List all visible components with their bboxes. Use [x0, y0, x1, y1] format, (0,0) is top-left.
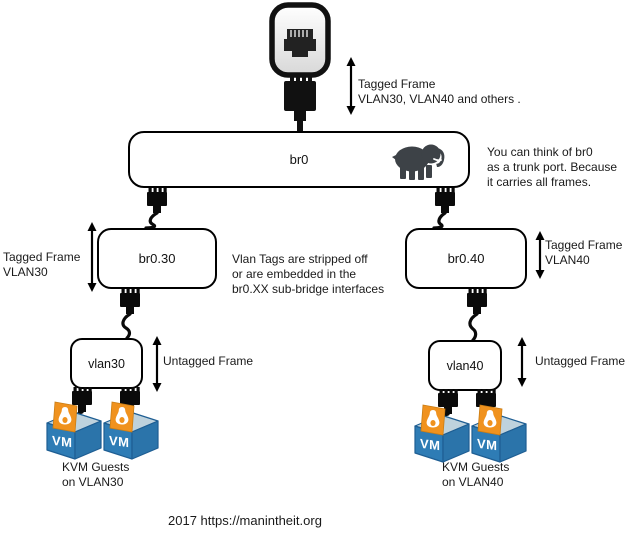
- rj45-plug-icon: [120, 289, 140, 340]
- vm-label: VM: [52, 432, 73, 451]
- tux-penguin-icon: [414, 404, 470, 463]
- tux-penguin-icon: [46, 401, 102, 460]
- ethernet-jack-icon: [269, 2, 331, 133]
- vlan40-label: vlan40: [446, 358, 484, 373]
- vlan30-label: vlan30: [88, 356, 125, 371]
- double-arrow-icon: [535, 231, 545, 279]
- br0-label: br0: [289, 152, 309, 167]
- vm-cube-icon: VM: [412, 401, 472, 463]
- untagged-frame-right-label: Untagged Frame: [535, 354, 626, 368]
- tux-penguin-icon: [103, 401, 159, 460]
- double-arrow-icon: [346, 57, 356, 115]
- tagged-frame-top-label: Tagged Frame VLAN30, VLAN40 and others .: [358, 77, 521, 106]
- kvm-guests-vlan30-label: KVM Guests on VLAN30: [62, 460, 130, 489]
- double-arrow-icon: [152, 336, 162, 392]
- vm-label: VM: [420, 435, 441, 454]
- vm-label: VM: [477, 435, 498, 454]
- source-caption: 2017 https://manintheit.org: [168, 513, 322, 528]
- br0-40-subbridge-node: br0.40: [405, 228, 527, 289]
- rj45-plug-icon: [144, 188, 167, 230]
- vlan40-interface-node: vlan40: [428, 340, 502, 391]
- untagged-frame-left-label: Untagged Frame: [163, 354, 254, 368]
- rj45-plug-icon: [467, 289, 487, 342]
- vm-label: VM: [109, 432, 130, 451]
- tux-penguin-icon: [471, 404, 527, 463]
- kvm-guests-vlan40-label: KVM Guests on VLAN40: [442, 460, 510, 489]
- br0-30-subbridge-node: br0.30: [97, 228, 217, 289]
- vm-cube-icon: VM: [101, 398, 161, 460]
- vlan30-interface-node: vlan30: [70, 338, 143, 389]
- rj45-plug-icon: [432, 188, 455, 230]
- trunk-port-note: You can think of br0 as a trunk port. Be…: [487, 145, 618, 189]
- vm-cube-icon: VM: [44, 398, 104, 460]
- elephant-icon: [392, 144, 445, 180]
- br0-30-label: br0.30: [138, 251, 176, 266]
- double-arrow-icon: [87, 222, 97, 292]
- vlan-tag-note: Vlan Tags are stripped off or are embedd…: [232, 252, 385, 296]
- tagged-frame-right-label: Tagged Frame VLAN40: [545, 238, 623, 267]
- double-arrow-icon: [517, 337, 527, 387]
- vm-cube-icon: VM: [469, 401, 529, 463]
- br0-40-label: br0.40: [447, 251, 485, 266]
- tagged-frame-left-label: Tagged Frame VLAN30: [3, 250, 81, 279]
- br0-bridge-node: br0: [128, 131, 470, 188]
